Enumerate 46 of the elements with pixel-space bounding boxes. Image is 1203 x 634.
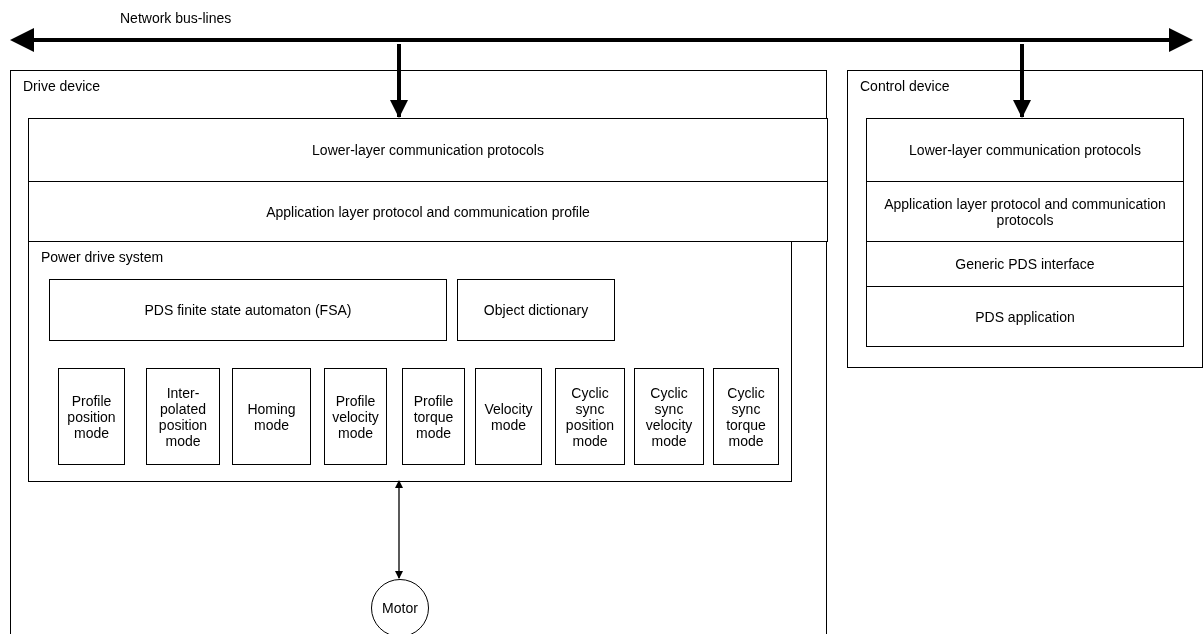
box-label: Homing mode <box>246 400 297 433</box>
layer-box <box>28 118 828 182</box>
box-label: Cyclic sync torque mode <box>725 384 767 449</box>
mode-box <box>713 368 779 465</box>
mode-box <box>324 368 387 465</box>
mode-box <box>402 368 465 465</box>
arrow <box>390 44 408 118</box>
box-label: Profile torque mode <box>412 392 455 441</box>
system-panel <box>28 241 792 482</box>
layer-box <box>866 181 1184 242</box>
box-label: Velocity mode <box>483 400 534 433</box>
box-label: Inter- polated position mode <box>157 384 209 449</box>
box-label: Application layer protocol and communication profile <box>266 203 590 220</box>
motor-circle <box>371 579 429 634</box>
panel-heading: Power drive system <box>41 249 164 265</box>
box-label: Profile position mode <box>66 392 117 441</box>
bus-label: Network bus-lines <box>120 10 232 26</box>
box-label: Lower-layer communication protocols <box>909 142 1141 158</box>
layer-box <box>457 279 615 341</box>
mode-box <box>634 368 704 465</box>
box-label: Profile velocity mode <box>331 392 380 441</box>
panel-heading: Drive device <box>23 78 101 94</box>
box-label: Application layer protocol and communication protocols <box>883 195 1167 228</box>
box-label: Cyclic sync position mode <box>564 384 616 449</box>
layer-box <box>49 279 447 341</box>
mode-box <box>232 368 311 465</box>
box-label: Generic PDS interface <box>955 256 1095 272</box>
arrow <box>395 480 403 579</box>
layer-box <box>866 241 1184 287</box>
device-panel <box>10 70 827 634</box>
panel-heading: Control device <box>860 78 950 94</box>
layer-box <box>866 118 1184 182</box>
layer-box <box>866 286 1184 347</box>
box-label: Cyclic sync velocity mode <box>644 384 694 449</box>
box-label: PDS application <box>975 308 1075 325</box>
box-label: PDS finite state automaton (FSA) <box>144 302 352 318</box>
mode-box <box>475 368 542 465</box>
box-label: Object dictionary <box>483 302 589 318</box>
arrow <box>1013 44 1031 118</box>
device-panel <box>847 70 1203 368</box>
layer-box <box>28 181 828 242</box>
mode-box <box>58 368 125 465</box>
mode-box <box>146 368 220 465</box>
mode-box <box>555 368 625 465</box>
box-label: Lower-layer communication protocols <box>312 142 544 158</box>
box-label: Motor <box>382 600 418 616</box>
